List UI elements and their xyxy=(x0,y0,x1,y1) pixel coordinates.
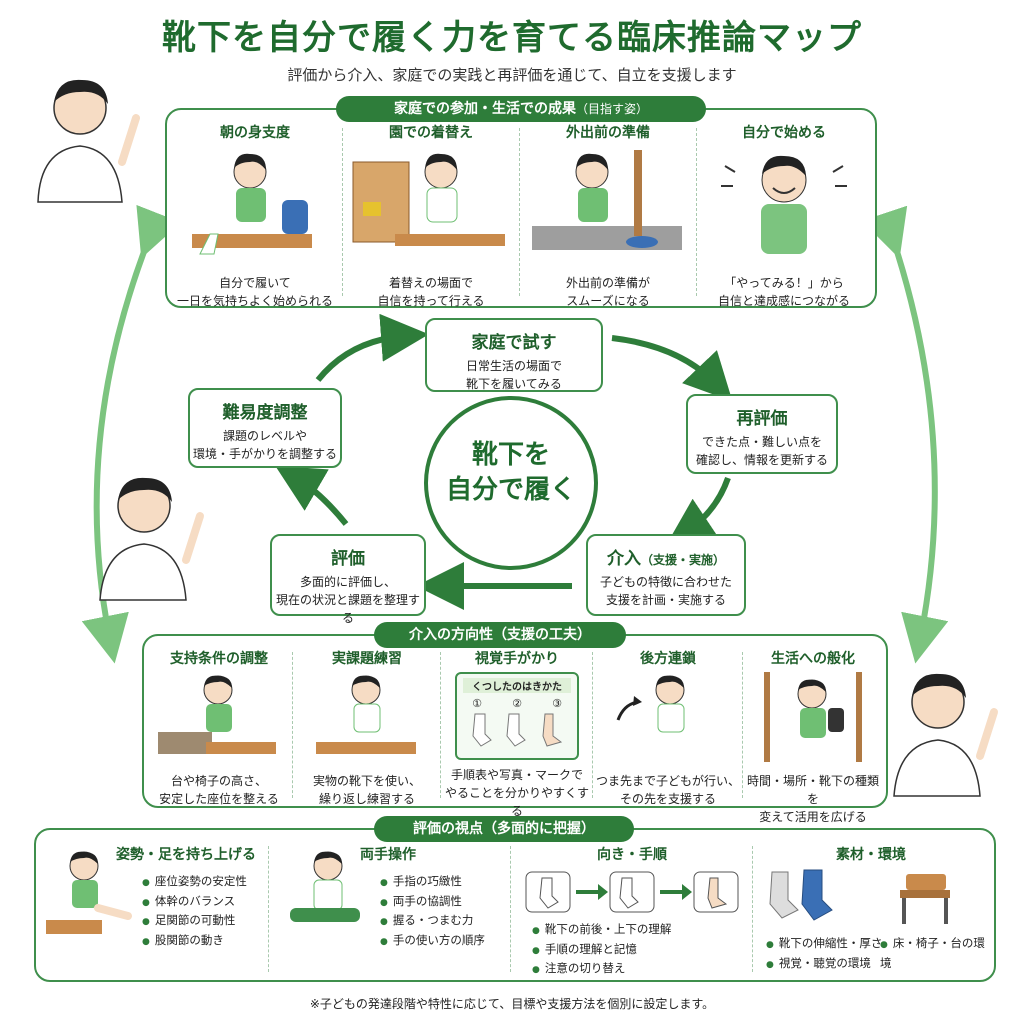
page-title: 靴下を自分で履く力を育てる臨床推論マップ xyxy=(162,18,862,58)
assessment-materials-environment: 素材・環境 靴下の伸縮性・厚さ 視覚・聴覚の環境 床・椅子・台の環境 xyxy=(756,840,986,972)
child-practicing-icon xyxy=(316,675,416,754)
cycle-difficulty-adjustment: 難易度調整 課題のレベルや環境・手がかりを調整する xyxy=(188,388,342,468)
cycle-reevaluation: 再評価 できた点・難しい点を確認し、情報を更新する xyxy=(686,394,838,474)
sock-orientation-sequence-icons xyxy=(525,871,739,913)
therapist-illustration-mid-left xyxy=(99,477,204,601)
assessment-posture: 姿勢・足を持ち上げる 座位姿勢の安定性 体幹のバランス 足関節の可動性 股関節の… xyxy=(42,840,266,972)
outcome-going-out: 外出前の準備 外出前の準備が スムーズになる xyxy=(522,122,694,310)
cycle-home-trial: 家庭で試す 日常生活の場面で靴下を履いてみる xyxy=(425,318,603,392)
central-goal-circle: 靴下を 自分で履く xyxy=(424,396,598,570)
sock-steps-card: くつしたのはきかた ① ② ③ xyxy=(455,672,579,760)
cycle-evaluation: 評価 多面的に評価し、現在の状況と課題を整理する xyxy=(270,534,426,625)
socks-and-chair-icons xyxy=(769,869,950,924)
intervention-visual-cues: 視覚手がかり くつしたのはきかた ① ② ③ 手順表や写真・マークで やることを… xyxy=(444,651,589,818)
assessment-orientation-sequence: 向き・手順 靴下の前後・上下の理解 手順の理解と記憶 注意の切り替え xyxy=(514,840,750,975)
outcome-kindergarten: 園での着替え 着替えの場面で 自信を持って行える xyxy=(345,122,517,310)
outcome-morning: 朝の身支度 自分で履いて 一日を気持ちよく始められる xyxy=(170,122,340,310)
loop-arrow-right xyxy=(861,205,949,664)
therapist-illustration-top-left xyxy=(37,79,140,203)
therapist-illustration-right xyxy=(893,673,998,797)
footnote: ※子どもの発達段階や特性に応じて、目標や支援方法を個別に設定します。 xyxy=(309,997,715,1011)
arrow-eval-to-difficulty xyxy=(275,465,349,526)
outcome-self-start: 自分で始める 「やってみる！」から 自信と達成感につながる xyxy=(699,122,869,310)
child-on-step-icon xyxy=(158,675,276,754)
sock-step-icons xyxy=(472,713,563,747)
child-backward-chaining-icon xyxy=(616,675,685,733)
child-at-entrance-icon xyxy=(532,150,682,250)
outcomes-panel-label: 家庭での参加・生活での成果（目指す姿） xyxy=(336,96,706,122)
intervention-panel-label: 介入の方向性（支援の工夫） xyxy=(374,622,626,648)
assessment-panel-label: 評価の視点（多面的に把握） xyxy=(374,816,634,842)
arrow-difficulty-to-home xyxy=(315,313,429,382)
assessment-bimanual: 両手操作 手指の巧緻性 両手の協調性 握る・つまむ力 手の使い方の順序 xyxy=(272,840,508,972)
arrow-home-to-reeval xyxy=(611,335,733,402)
intervention-backward-chaining: 後方連鎖 つま先まで子どもが行い、 その先を支援する xyxy=(595,651,740,806)
intervention-generalization: 生活への般化 時間・場所・靴下の種類を 変えて活用を広げる xyxy=(744,648,882,826)
arrow-reeval-to-intervention xyxy=(666,476,731,546)
intervention-real-task-practice: 実課題練習 実物の靴下を使い、 繰り返し練習する xyxy=(294,648,440,808)
child-putting-socks-icon xyxy=(192,153,312,255)
child-changing-clothes-icon xyxy=(352,153,505,246)
cycle-intervention: 介入（支援・実施） 子どもの特徴に合わせた支援を計画・実施する xyxy=(586,534,746,616)
page-subtitle: 評価から介入、家庭での実践と再評価を通じて、自立を支援します xyxy=(287,66,737,84)
child-both-hands-icon xyxy=(290,851,360,922)
child-lifting-leg-icon xyxy=(46,851,132,934)
happy-child-icon xyxy=(721,155,847,254)
child-at-door-icon xyxy=(764,672,862,762)
intervention-support-conditions: 支持条件の調整 台や椅子の高さ、 安定した座位を整える xyxy=(146,648,292,808)
